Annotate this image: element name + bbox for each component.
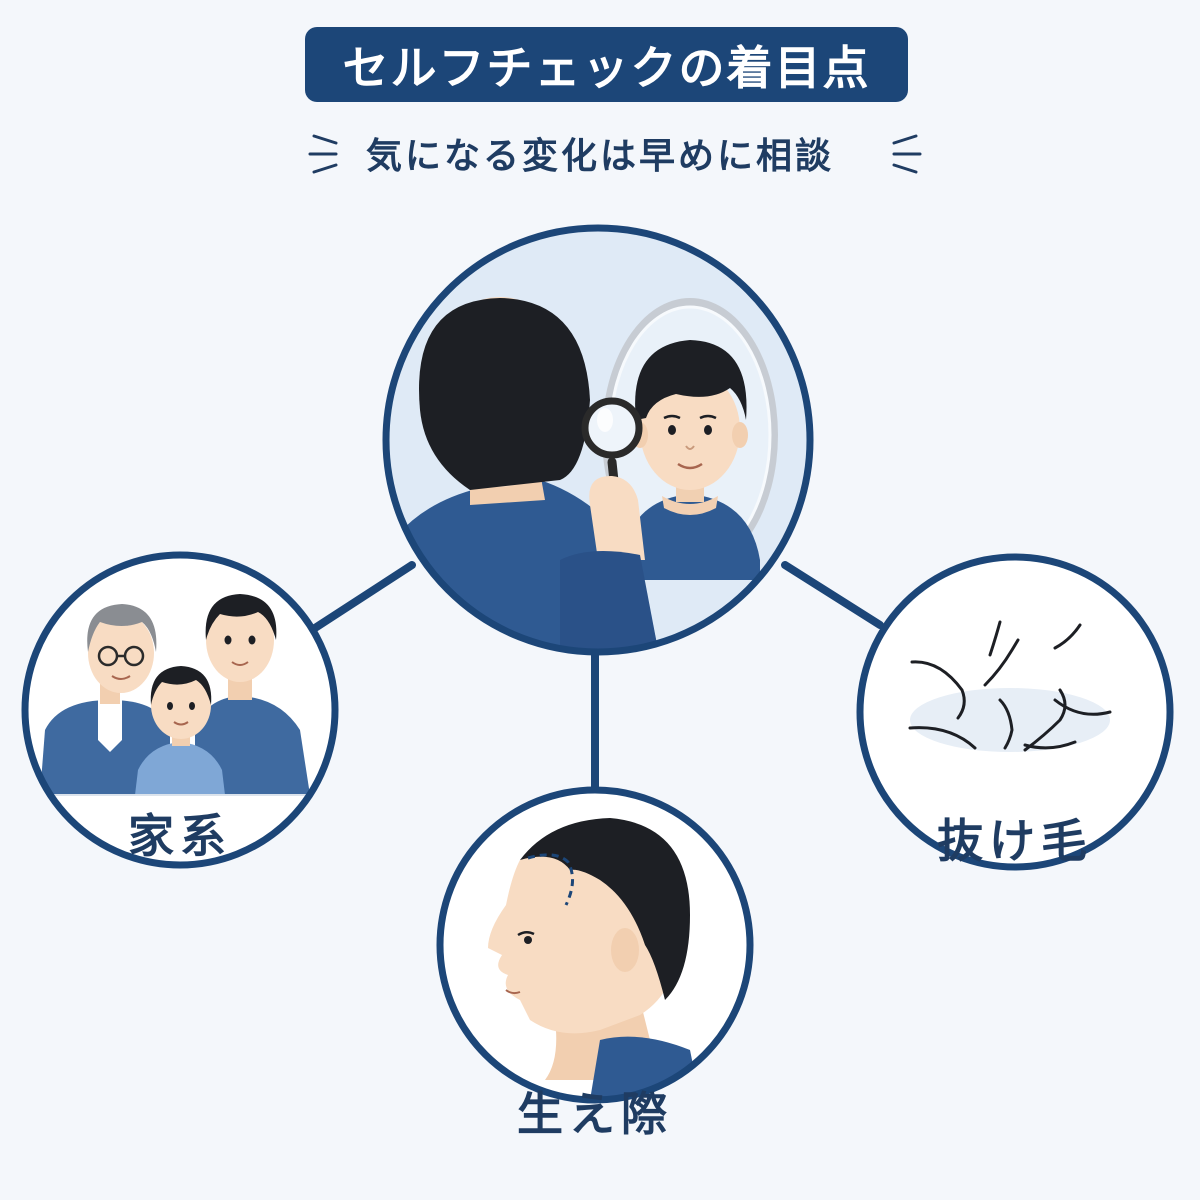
- center-node: [382, 224, 814, 656]
- label-hairline: 生え際: [517, 1087, 673, 1141]
- label-hair-loss: 抜け毛: [937, 814, 1093, 868]
- hair-strand-icon: [908, 620, 1112, 752]
- page-title: セルフチェックの着目点: [305, 27, 908, 102]
- family-node: [21, 551, 339, 869]
- mirror-icon: [602, 298, 778, 580]
- subtitle: 気になる変化は早めに相談: [365, 136, 834, 177]
- hairline-node: [436, 786, 754, 1104]
- sparkle-right-icon: [892, 134, 922, 174]
- sparkle-left-icon: [308, 134, 338, 174]
- label-family: 家系: [128, 809, 232, 863]
- hair-loss-node: [856, 553, 1174, 871]
- connector-lines: [311, 561, 884, 794]
